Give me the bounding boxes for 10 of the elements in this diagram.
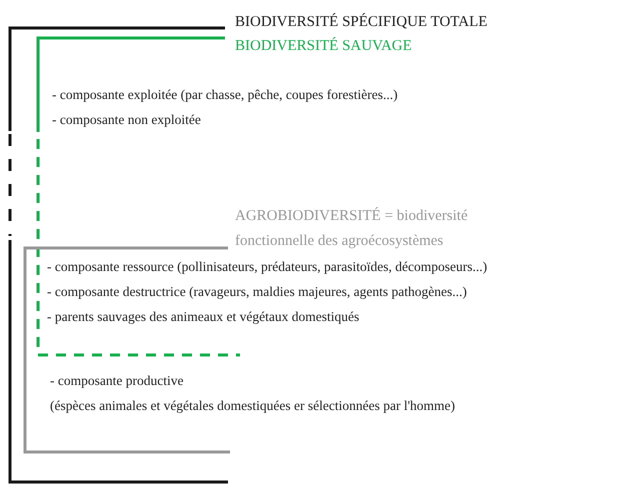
list-item: - composante ressource (pollinisateurs, prédateurs, parasitoïdes, décomposeurs...)	[47, 258, 488, 276]
list-item: - composante exploitée (par chasse, pêche, coupes forestières...)	[52, 86, 398, 104]
list-item: - composante destructrice (ravageurs, maldies majeures, agents pathogènes...)	[47, 283, 467, 301]
group-heading: BIODIVERSITÉ SPÉCIFIQUE TOTALE	[235, 12, 488, 32]
list-item: (éspèces animales et végétales domestiquées er sélectionnées par l'homme)	[50, 397, 456, 415]
group-heading: BIODIVERSITÉ SAUVAGE	[235, 36, 412, 56]
list-item: - composante non exploitée	[52, 111, 201, 129]
list-item: - composante productive	[50, 372, 184, 390]
group-heading: AGROBIODIVERSITÉ = biodiversité fonctionnelle des agroécosystèmes	[235, 206, 469, 251]
list-item: - parents sauvages des animeaux et végétaux domestiqués	[47, 308, 360, 326]
